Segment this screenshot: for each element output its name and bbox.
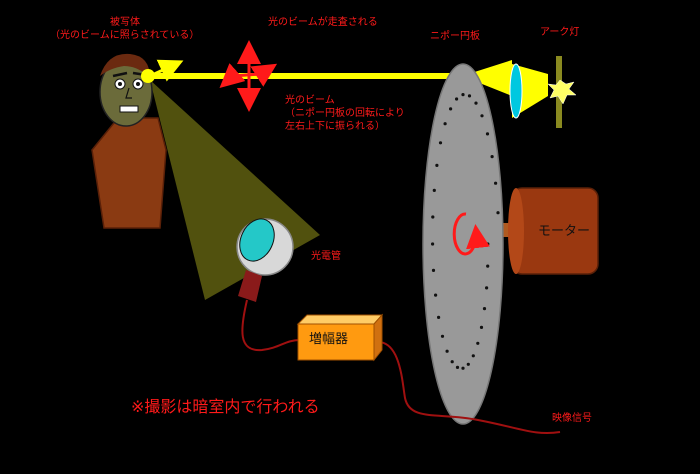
disk-hole [437,315,441,319]
arc-spark [547,79,577,105]
rotation-arrow [452,212,490,256]
disk-hole [476,341,480,345]
nipkow-disk-label: ニポー円板 [430,31,480,42]
disk-hole [461,366,465,370]
beam-note-2: 左右上下に振られる） [285,121,385,132]
disk-hole [490,155,494,159]
disk-hole [431,215,435,219]
nipkow-disk [422,63,504,425]
disk-hole [494,181,498,185]
lamp-light-cone [462,60,512,96]
disk-hole [455,365,460,369]
lens [509,63,523,119]
subject-person [91,53,167,229]
beam-label: 光のビーム [285,95,335,106]
disk-hole [431,242,435,246]
subject-note: （光のビームに照らされている） [50,30,200,41]
disk-hole [450,360,454,364]
light-spot [141,69,155,83]
disk-hole [432,188,436,192]
disk-hole [485,132,490,136]
scan-direction-arrows [219,40,278,112]
disk-hole [431,268,436,272]
disk-hole [482,307,487,311]
disk-hole [449,107,453,111]
disk-hole [466,362,470,366]
disk-hole [486,242,490,246]
beam-note-1: （ニポー円板の回転により [285,108,405,119]
motor-label: モーター [538,224,591,239]
disk-hole [435,163,439,167]
disk-hole [467,94,472,98]
motor [496,187,599,275]
video-signal-label: 映像信号 [552,413,592,424]
subject-label: 被写体 [110,17,140,28]
disk-hole [474,101,478,105]
disk-hole [443,122,447,126]
wire-photocell-to-amp [241,299,301,352]
disk-hole [496,211,500,215]
amplifier-label: 増幅器 [309,332,349,347]
photocell [236,218,294,302]
disk-hole [455,97,459,101]
photocell-label: 光電管 [311,251,341,262]
disk-hole [486,264,490,268]
light-beam [148,73,460,79]
disk-hole [479,325,484,329]
disk-hole [480,114,484,118]
disk-hole [461,93,465,97]
disk-hole [471,354,475,358]
arc-lamp-label: アーク灯 [540,27,580,38]
disk-hole [440,334,445,338]
disk-hole [445,349,449,353]
disk-hole [434,293,438,297]
darkroom-note: ※撮影は暗室内で行われる [131,397,320,416]
disk-hole [438,141,443,145]
amplifier [296,313,384,362]
video-signal-wire [375,340,561,435]
disk-hole [485,286,489,290]
beam-scanned-label: 光のビームが走査される [268,17,378,28]
